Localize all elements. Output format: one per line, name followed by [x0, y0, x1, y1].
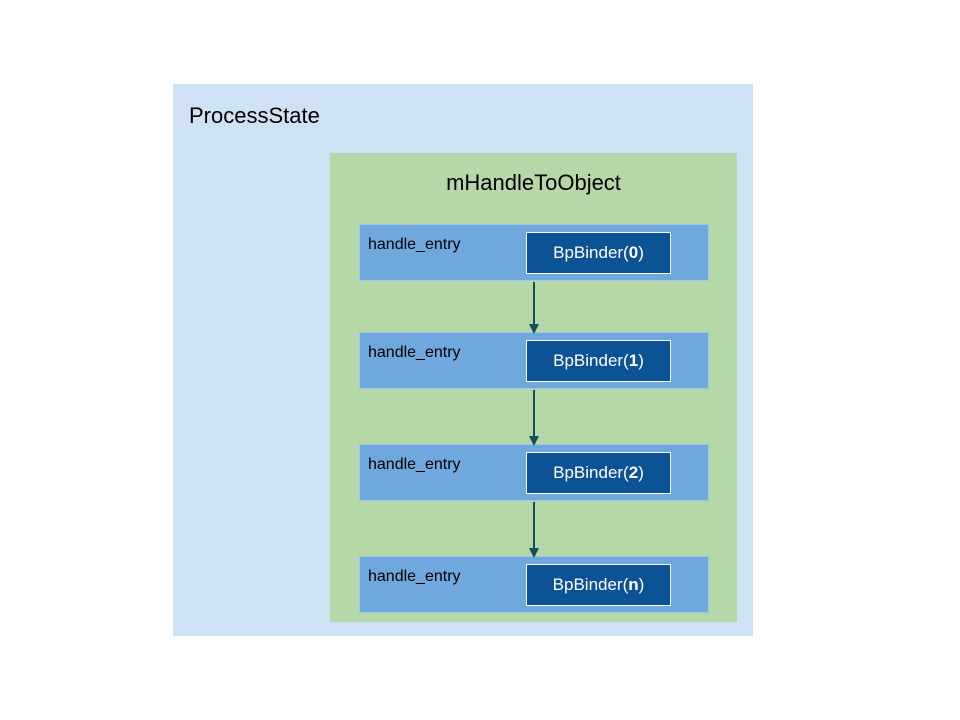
- handle-to-object-box: mHandleToObject handle_entry BpBinder(0)…: [330, 153, 737, 622]
- bpbinder-box-n: BpBinder(n): [526, 564, 671, 606]
- binder-suffix: ): [638, 243, 644, 262]
- binder-prefix: BpBinder(: [553, 463, 629, 482]
- handle-entry-label: handle_entry: [368, 236, 461, 253]
- handle-entry-n: handle_entry BpBinder(n): [359, 556, 709, 613]
- binder-handle: 2: [628, 463, 639, 482]
- bpbinder-box-1: BpBinder(1): [526, 340, 671, 382]
- binder-suffix: ): [638, 463, 644, 482]
- handle-entry-2: handle_entry BpBinder(2): [359, 444, 709, 501]
- handle-to-object-title: mHandleToObject: [446, 170, 621, 195]
- bpbinder-box-2: BpBinder(2): [526, 452, 671, 494]
- binder-prefix: BpBinder(: [553, 351, 629, 370]
- handle-entry-label: handle_entry: [368, 568, 461, 585]
- handle-entry-0: handle_entry BpBinder(0): [359, 224, 709, 281]
- binder-suffix: ): [638, 575, 645, 594]
- binder-handle: 1: [628, 351, 639, 370]
- binder-prefix: BpBinder(: [552, 575, 629, 594]
- bpbinder-box-0: BpBinder(0): [526, 232, 671, 274]
- process-state-title: ProcessState: [189, 103, 320, 128]
- handle-entry-label: handle_entry: [368, 456, 461, 473]
- binder-suffix: ): [638, 351, 644, 370]
- handle-entry-1: handle_entry BpBinder(1): [359, 332, 709, 389]
- handle-entry-label: handle_entry: [368, 344, 461, 361]
- process-state-box: ProcessState mHandleToObject handle_entr…: [173, 84, 753, 636]
- binder-handle: 0: [628, 243, 639, 262]
- binder-handle: n: [628, 575, 639, 594]
- binder-prefix: BpBinder(: [553, 243, 629, 262]
